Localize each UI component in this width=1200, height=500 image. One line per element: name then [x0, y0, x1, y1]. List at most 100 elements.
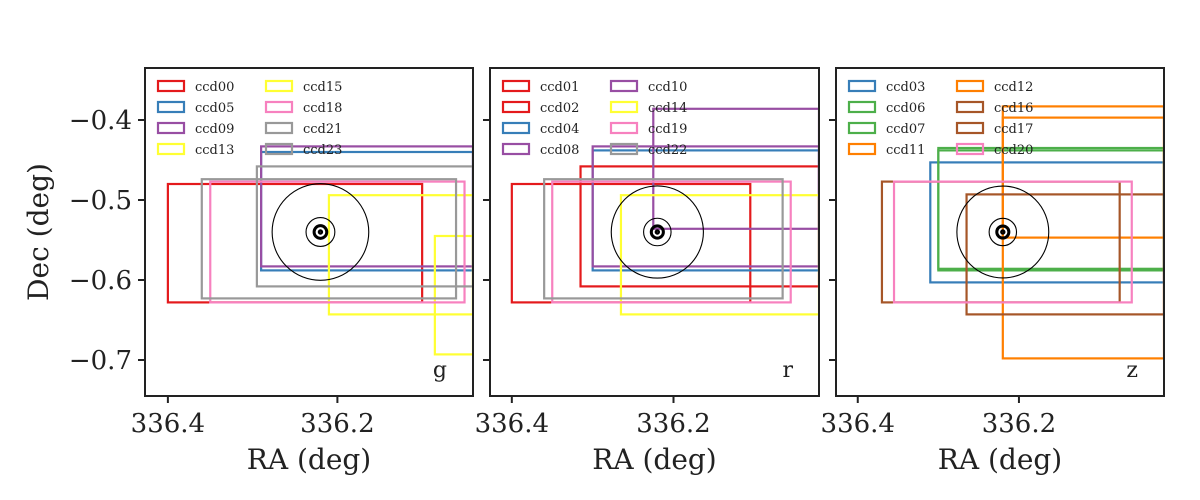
ccd-footprint-ccd21: [200, 178, 458, 300]
legend-swatch: [609, 100, 639, 114]
ccd-footprint-ccd03: [929, 161, 1164, 284]
legend-label: ccd20: [994, 143, 1033, 158]
legend-label: ccd08: [540, 143, 579, 158]
target-circle: [1000, 229, 1006, 235]
target-circle: [988, 217, 1018, 247]
x-tick-label: 336.2: [636, 409, 710, 439]
ccd-footprint-ccd17: [965, 193, 1164, 316]
target-circle: [643, 217, 672, 247]
legend-swatch: [156, 121, 186, 135]
legend-swatch: [501, 142, 531, 156]
ccd-footprint-ccd07: [937, 146, 1164, 270]
legend-label: ccd01: [540, 80, 579, 95]
legend-label: ccd15: [303, 80, 342, 95]
legend-swatch: [847, 100, 877, 114]
target-circle: [610, 185, 704, 279]
legend-swatch: [264, 79, 294, 93]
ccd-footprint-ccd20: [892, 180, 1133, 304]
legend-label: ccd21: [303, 122, 342, 137]
legend-label: ccd03: [886, 80, 925, 95]
legend-swatch: [264, 100, 294, 114]
legend-label: ccd00: [195, 80, 234, 95]
legend-swatch: [847, 79, 877, 93]
ccd-footprint-ccd01: [510, 182, 752, 304]
legend-label: ccd04: [540, 122, 579, 137]
x-tick-label: 336.4: [475, 409, 549, 439]
y-tick-label: −0.4: [69, 106, 132, 136]
legend-label: ccd07: [886, 122, 925, 137]
y-tick-label: −0.5: [69, 186, 132, 216]
legend-label: ccd10: [648, 80, 687, 95]
legend: ccd03 ccd06 ccd07 ccd11 ccd12 ccd16 ccd17 ccd20: [847, 79, 1033, 158]
y-tick-label: −0.6: [69, 266, 132, 296]
legend-label: ccd14: [648, 101, 687, 116]
y-tick-label: −0.7: [69, 346, 132, 376]
legend-swatch: [501, 121, 531, 135]
plot-area: [510, 107, 819, 316]
ccd-footprint-ccd06: [937, 149, 1164, 272]
target-circle: [312, 224, 329, 240]
x-tick-label: 336.4: [821, 409, 895, 439]
legend: ccd01 ccd02 ccd04 ccd08 ccd10 ccd14 ccd19 ccd22: [501, 79, 687, 158]
legend-swatch: [156, 79, 186, 93]
legend-label: ccd18: [303, 101, 342, 116]
legend-swatch: [955, 79, 985, 93]
legend-label: ccd13: [195, 143, 234, 158]
x-axis-title: RA (deg): [247, 443, 371, 476]
legend-swatch: [955, 121, 985, 135]
band-label: g: [433, 358, 447, 383]
band-label: z: [1126, 358, 1138, 383]
legend-label: ccd23: [303, 143, 342, 158]
legend-label: ccd12: [994, 80, 1033, 95]
ccd-footprint-ccd08: [591, 145, 819, 268]
ccd-footprint-ccd19: [551, 180, 792, 304]
legend-swatch: [501, 79, 531, 93]
legend-swatch: [609, 142, 639, 156]
legend-swatch: [156, 100, 186, 114]
target-circle: [305, 217, 336, 247]
plot-area: [166, 145, 473, 356]
legend-swatch: [955, 142, 985, 156]
legend-swatch: [264, 121, 294, 135]
legend-label: ccd02: [540, 101, 579, 116]
axes-frame: [835, 67, 1165, 397]
ccd-footprint-ccd02: [579, 165, 819, 288]
legend-label: ccd11: [886, 143, 925, 158]
legend-swatch: [955, 100, 985, 114]
x-tick-label: 336.4: [131, 409, 205, 439]
panel-g-band: 336.4 336.2 −0.4 −0.5 −0.6 −0.7 RA (deg) Dec (d…: [22, 67, 474, 476]
ccd-footprint-ccd16: [880, 180, 1121, 304]
legend: ccd00 ccd05 ccd09 ccd13 ccd15 ccd18 ccd21 ccd23: [156, 79, 342, 158]
legend-label: ccd09: [195, 122, 234, 137]
x-tick-label: 336.2: [300, 409, 374, 439]
ccd-footprint-ccd22: [543, 178, 784, 300]
legend-label: ccd22: [648, 143, 687, 158]
ccd-footprint-ccd18: [209, 180, 466, 304]
ccd-footprint-ccd23: [255, 165, 473, 288]
legend-label: ccd05: [195, 101, 234, 116]
ccd-footprint-ccd13: [433, 234, 473, 356]
target-circle: [654, 229, 661, 235]
ccd-footprint-ccd05: [260, 150, 473, 272]
band-label: r: [782, 358, 793, 383]
ccd-footprint-ccd14: [619, 194, 819, 316]
axes-frame: [489, 67, 820, 397]
target-circle: [649, 224, 665, 240]
legend-label: ccd06: [886, 101, 925, 116]
target-circle: [995, 224, 1011, 240]
legend-label: ccd19: [648, 122, 687, 137]
legend-label: ccd16: [994, 101, 1033, 116]
x-tick-label: 336.2: [982, 409, 1056, 439]
legend-label: ccd17: [994, 122, 1033, 137]
legend-swatch: [847, 121, 877, 135]
legend-swatch: [501, 100, 531, 114]
target-circle: [317, 229, 324, 235]
legend-swatch: [609, 121, 639, 135]
legend-swatch: [847, 142, 877, 156]
y-axis-title: Dec (deg): [22, 163, 55, 301]
x-axis-title: RA (deg): [592, 443, 716, 476]
ccd-footprint-ccd10: [652, 107, 819, 230]
